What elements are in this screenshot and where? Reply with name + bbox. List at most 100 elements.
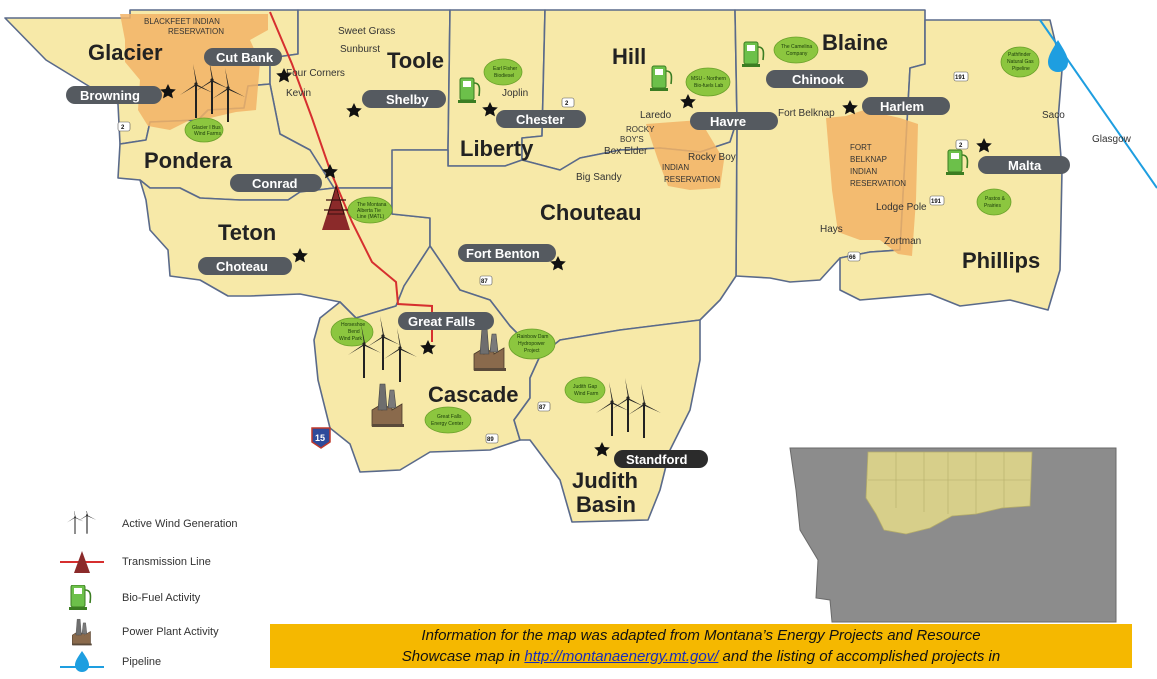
star-icon (420, 340, 436, 355)
county-label-chouteau: Chouteau (540, 200, 641, 225)
fortbelknap-label-3: INDIAN (850, 167, 877, 176)
fortbelknap-label-4: RESERVATION (850, 179, 906, 188)
town-glasgow: Glasgow (1092, 134, 1132, 145)
svg-text:2: 2 (959, 143, 963, 149)
star-icon (482, 102, 498, 117)
route-shield-89: 89 (485, 433, 499, 444)
county-label-cascade: Cascade (428, 382, 519, 407)
fortbelknap-label-1: FORT (850, 143, 872, 152)
legend-label-pipeline: Pipeline (122, 656, 162, 668)
town-laredo: Laredo (640, 110, 672, 121)
fort-belknap-reservation (826, 110, 918, 256)
town-fort-belknap: Fort Belknap (778, 108, 835, 119)
transmission-tower-icon (60, 548, 104, 576)
town-pill-shelby: Shelby (362, 90, 446, 108)
svg-text:Chinook: Chinook (792, 72, 845, 87)
town-pill-chinook: Chinook (766, 70, 868, 88)
water-drop-icon (60, 648, 104, 676)
route-shield-2: 2 (561, 97, 575, 108)
town-pill-havre: Havre (690, 112, 778, 130)
rocky-boys-reservation (646, 120, 724, 190)
town-box-elder: Box Elder (604, 146, 648, 157)
svg-text:MSU - Northern: MSU - Northern (691, 76, 726, 82)
route-shield-191: 191 (953, 71, 969, 82)
legend-item-biofuel: Bio-Fuel Activity (60, 584, 200, 612)
star-icon (976, 138, 992, 153)
rockyboys-label-2: BOY'S (620, 135, 644, 144)
route-shield-2: 2 (955, 139, 969, 150)
town-zortman: Zortman (884, 236, 921, 247)
legend-item-wind: Active Wind Generation (60, 510, 238, 538)
svg-text:Havre: Havre (710, 114, 746, 129)
legend-item-transmission: Transmission Line (60, 548, 211, 576)
town-pill-choteau: Choteau (198, 257, 292, 275)
svg-text:Shelby: Shelby (386, 92, 429, 107)
star-icon (680, 94, 696, 109)
star-icon (550, 256, 566, 271)
svg-text:Pathfinder: Pathfinder (1008, 52, 1031, 58)
town-sunburst: Sunburst (340, 44, 380, 55)
town-pill-harlem: Harlem (862, 97, 950, 115)
source-note-suffix: and the listing of accomplished projects… (718, 648, 1001, 665)
svg-text:Harlem: Harlem (880, 99, 924, 114)
town-four-corners: Four Corners (286, 68, 345, 79)
town-pill-fort-benton: Fort Benton (458, 244, 556, 262)
svg-text:Great Falls: Great Falls (437, 414, 462, 420)
county-label-basin: Basin (576, 492, 636, 517)
svg-text:89: 89 (487, 437, 494, 443)
county-label-teton: Teton (218, 220, 276, 245)
montana-energy-link[interactable]: http://montanaenergy.mt.gov/ (524, 648, 719, 665)
svg-text:Standford: Standford (626, 452, 687, 467)
svg-text:191: 191 (931, 199, 942, 205)
water-drop-icon (1048, 40, 1068, 72)
county-label-blaine: Blaine (822, 30, 888, 55)
town-saco: Saco (1042, 110, 1065, 121)
svg-text:Conrad: Conrad (252, 176, 298, 191)
svg-text:15: 15 (315, 433, 325, 443)
svg-text:Biodiesel: Biodiesel (494, 73, 514, 79)
rockyboys-label-4: RESERVATION (664, 175, 720, 184)
rockyboys-label-1: ROCKY (626, 125, 655, 134)
county-label-phillips: Phillips (962, 248, 1040, 273)
town-lodge-pole: Lodge Pole (876, 202, 927, 213)
svg-text:Cut Bank: Cut Bank (216, 50, 274, 65)
source-note-prefix: Showcase map in (401, 648, 525, 665)
town-pill-browning: Browning (66, 86, 162, 104)
town-pill-cut-bank: Cut Bank (204, 48, 282, 66)
project-pastos-prairies: Pastos &Prairies (976, 188, 1012, 216)
town-pill-standford: Standford (614, 450, 708, 468)
svg-text:Bio-fuels Lab: Bio-fuels Lab (694, 83, 723, 89)
town-kevin: Kevin (286, 88, 311, 99)
star-icon (594, 442, 610, 457)
route-shield-87: 87 (479, 275, 493, 286)
svg-text:2: 2 (565, 101, 569, 107)
transmission-line (269, 11, 433, 342)
svg-text:Wind Park: Wind Park (339, 336, 363, 342)
svg-text:87: 87 (539, 405, 546, 411)
legend-label-biofuel: Bio-Fuel Activity (122, 592, 201, 604)
inset-montana-map (789, 447, 1117, 623)
svg-text:Choteau: Choteau (216, 259, 268, 274)
svg-text:Natural Gas: Natural Gas (1007, 59, 1034, 65)
svg-text:Line (MATL): Line (MATL) (357, 214, 384, 220)
route-shield-2: 2 (117, 121, 131, 132)
town-pill-malta: Malta (978, 156, 1070, 174)
fuel-pump-icon (60, 584, 104, 612)
blackfeet-label-2: RESERVATION (168, 27, 224, 36)
star-icon (346, 103, 362, 118)
power-plant-icon (60, 618, 104, 646)
svg-text:87: 87 (481, 279, 488, 285)
county-label-hill: Hill (612, 44, 646, 69)
town-pill-chester: Chester (496, 110, 586, 128)
svg-text:66: 66 (849, 255, 856, 261)
svg-text:Pipeline: Pipeline (1012, 66, 1030, 72)
source-note: Information for the map was adapted from… (270, 624, 1132, 668)
route-shield-66: 66 (847, 251, 861, 262)
wind-turbine-icon (60, 510, 104, 538)
inset-highlight-region (865, 451, 1033, 535)
svg-text:2: 2 (121, 125, 125, 131)
